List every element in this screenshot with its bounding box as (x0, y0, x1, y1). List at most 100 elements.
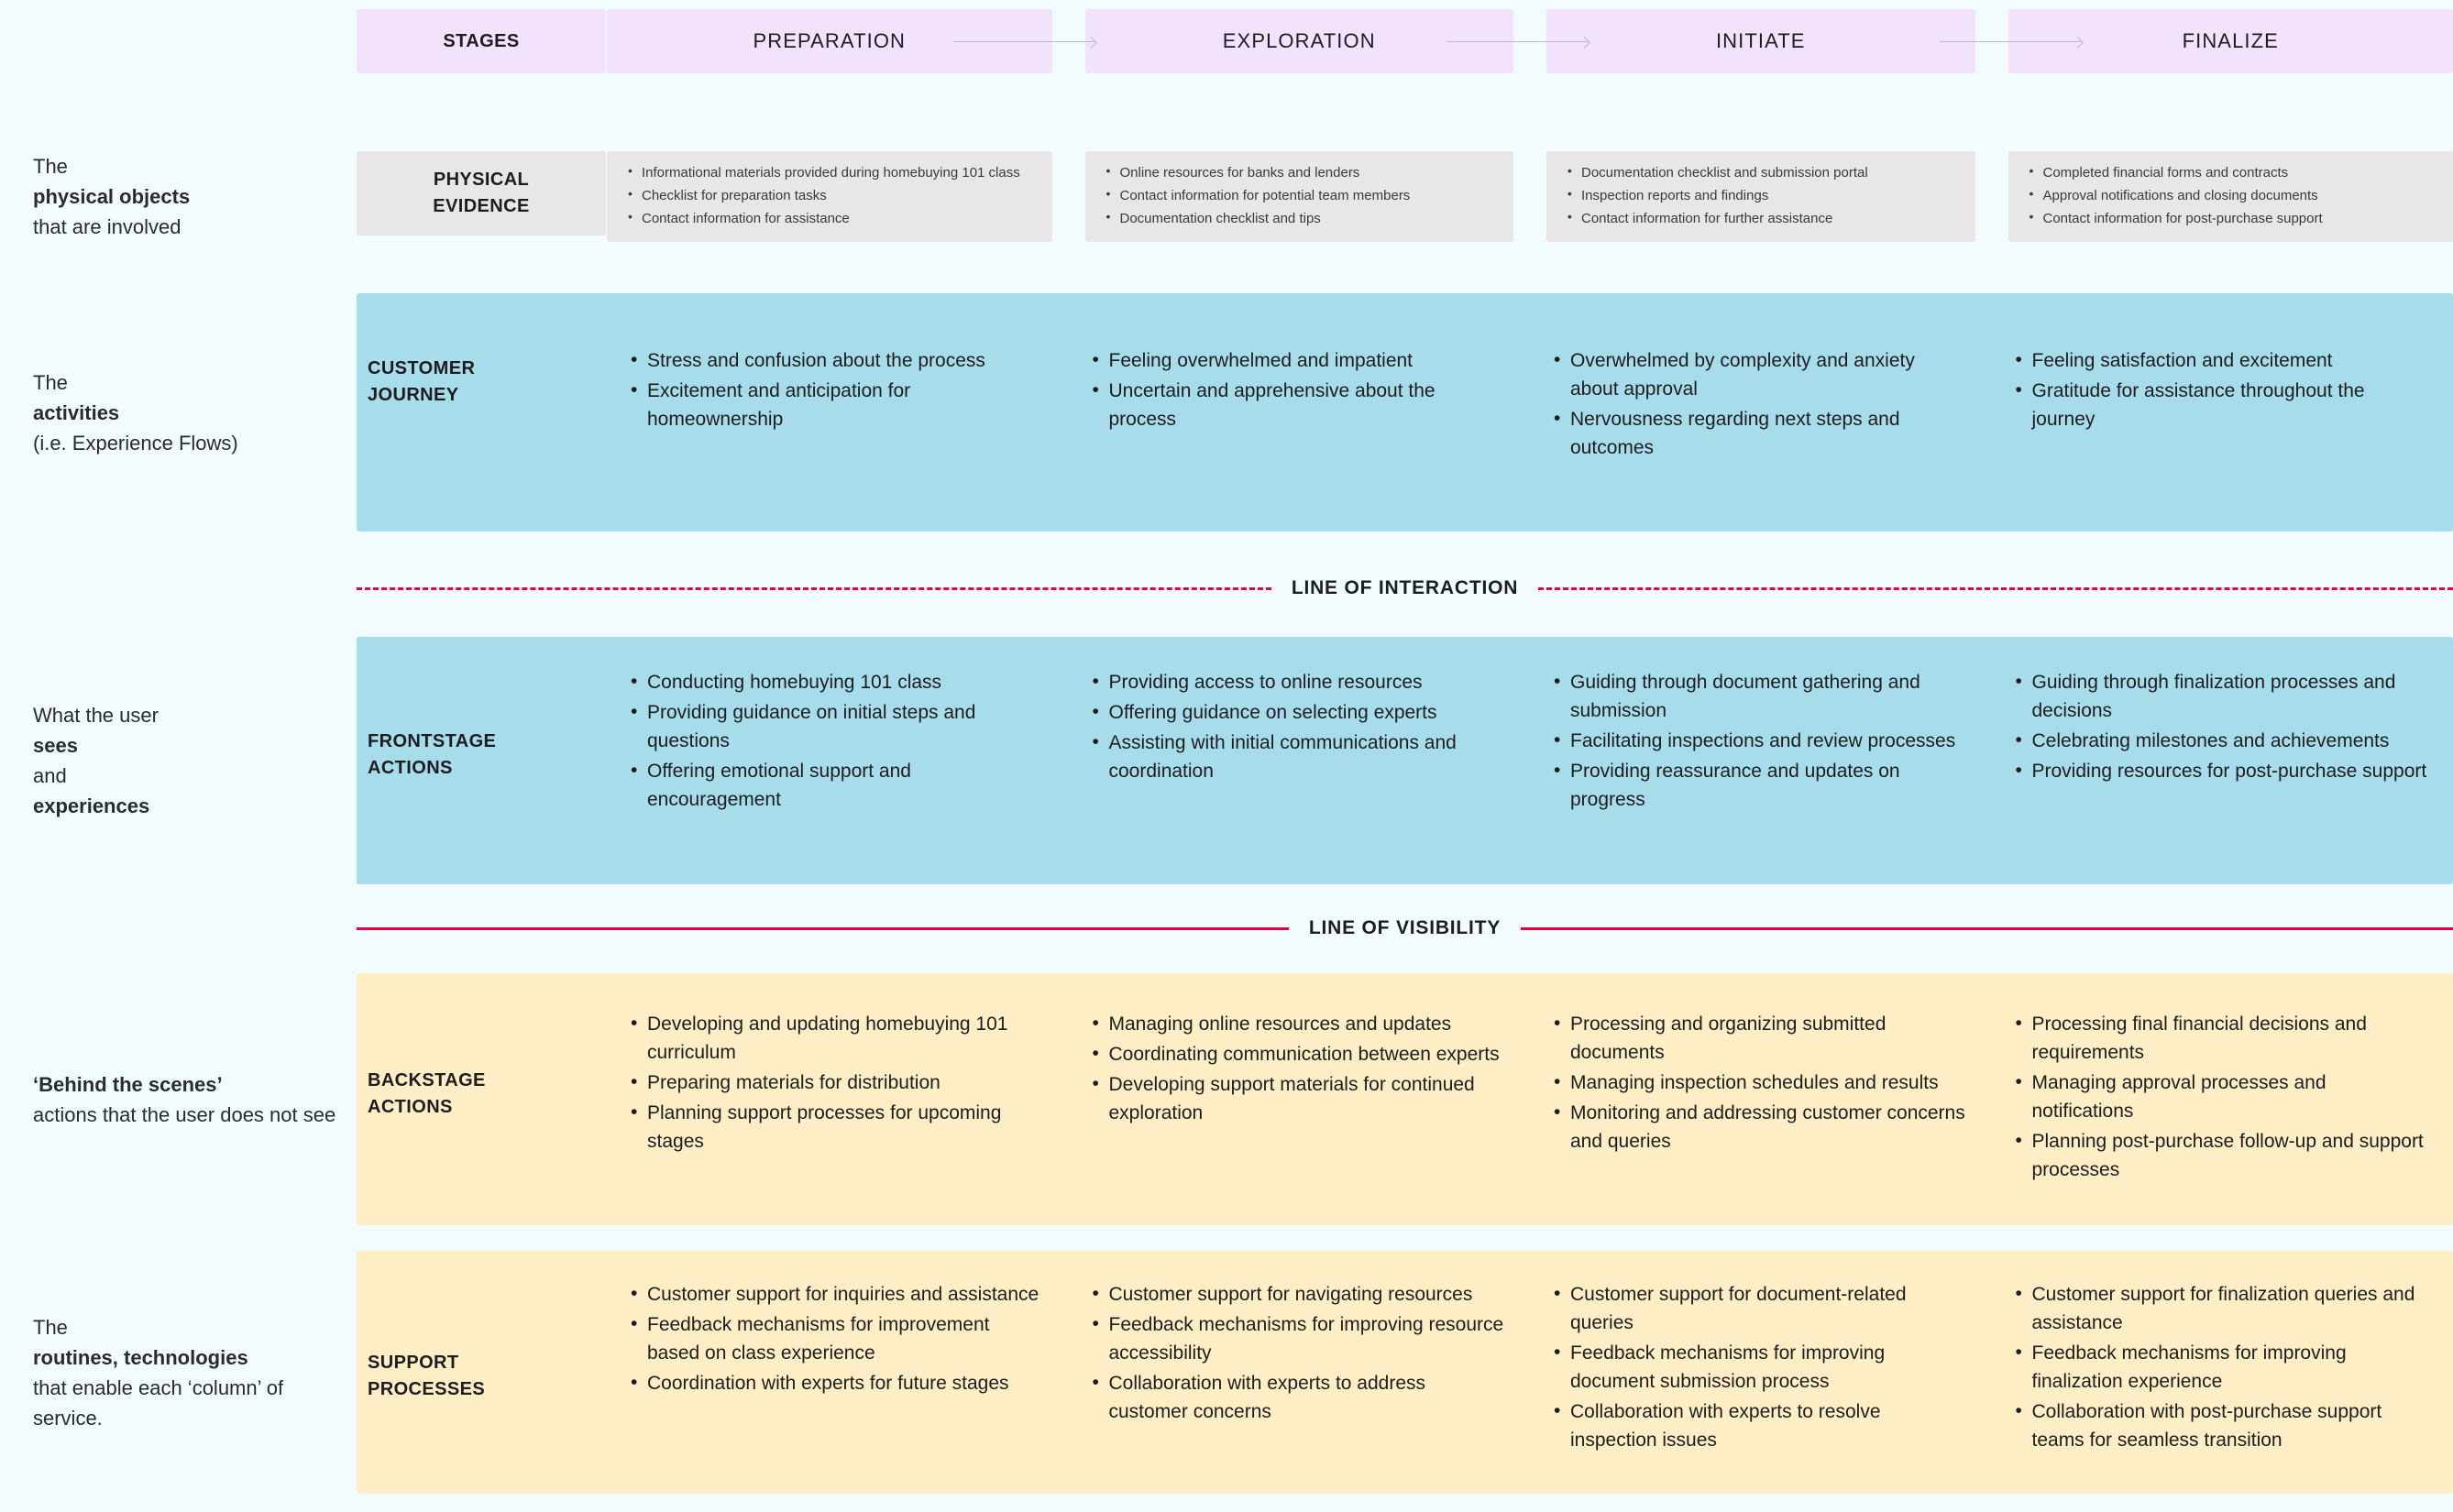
dashed-rule-right (1538, 586, 2453, 590)
support-list-preparation: Customer support for inquiries and assis… (607, 1251, 1069, 1494)
journey-list-exploration: Feeling overwhelmed and impatientUncerta… (1069, 293, 1531, 531)
list-item: Collaboration with experts to address cu… (1093, 1368, 1507, 1426)
list-item: Online resources for banks and lenders (1106, 161, 1411, 183)
list-item: Providing resources for post-purchase su… (2016, 756, 2430, 785)
customer-journey-description: The activities (i.e. Experience Flows) (0, 293, 357, 531)
list-item: Contact information for post-purchase su… (2029, 207, 2322, 229)
desc-lead-fs: What the user (33, 704, 159, 727)
list-item: Feedback mechanisms for improvement base… (631, 1309, 1045, 1367)
evidence-cell-preparation: Informational materials provided during … (607, 151, 1052, 242)
desc-bold-pe: physical objects (33, 185, 191, 208)
list-item: Providing guidance on initial steps and … (631, 697, 1045, 755)
frontstage-description: What the user sees and experiences (0, 637, 357, 884)
list-item: Informational materials provided during … (628, 161, 1020, 183)
list-item: Managing inspection schedules and result… (1554, 1068, 1968, 1097)
backstage-description: ‘Behind the scenes’ actions that the use… (0, 973, 357, 1225)
list-item: Nervousness regarding next steps and out… (1554, 404, 1968, 462)
desc-lead-cj: The (33, 370, 68, 394)
list-item: Developing and updating homebuying 101 c… (631, 1009, 1045, 1067)
desc-rest-sp: that enable each ‘column’ of service. (33, 1375, 284, 1430)
list-item: Stress and confusion about the process (631, 345, 1045, 375)
solid-rule-left (357, 926, 1289, 930)
support-list-finalize: Customer support for finalization querie… (1992, 1251, 2453, 1494)
desc-rest-cj: (i.e. Experience Flows) (33, 431, 238, 455)
list-item: Offering guidance on selecting experts (1093, 697, 1507, 727)
arrow-right-icon-1 (953, 41, 1095, 42)
stage-box-exploration[interactable]: EXPLORATION (1084, 9, 1513, 73)
support-description: The routines, technologies that enable e… (0, 1251, 357, 1494)
physical-evidence-row: The physical objects that are involved P… (0, 151, 2453, 242)
journey-list-preparation: Stress and confusion about the processEx… (607, 293, 1069, 531)
list-item: Celebrating milestones and achievements (2016, 726, 2430, 755)
stage-cell-initiate: INITIATE (1530, 9, 1992, 73)
evidence-list-preparation: Informational materials provided during … (607, 161, 1033, 232)
backstage-row: ‘Behind the scenes’ actions that the use… (0, 973, 2453, 1225)
list-item: Feeling satisfaction and excitement (2016, 345, 2430, 375)
solid-rule-right (1521, 926, 2453, 930)
evidence-cell-exploration: Online resources for banks and lendersCo… (1084, 151, 1513, 242)
desc-bold2-fs: experiences (33, 794, 150, 817)
list-item: Gratitude for assistance throughout the … (2016, 376, 2430, 433)
list-item: Conducting homebuying 101 class (631, 667, 1045, 696)
stage-box-initiate[interactable]: INITIATE (1546, 9, 1975, 73)
list-item: Processing final financial decisions and… (2016, 1009, 2430, 1067)
journey-list-initiate: Overwhelmed by complexity and anxiety ab… (1530, 293, 1992, 531)
evidence-cell-finalize: Completed financial forms and contractsA… (2008, 151, 2453, 242)
desc-lead-sp: The (33, 1315, 68, 1339)
backstage-list-preparation: Developing and updating homebuying 101 c… (607, 973, 1069, 1225)
list-item: Customer support for document-related qu… (1554, 1279, 1968, 1337)
physical-evidence-description: The physical objects that are involved (0, 151, 357, 242)
evidence-list-finalize: Completed financial forms and contractsA… (2008, 161, 2336, 232)
list-item: Checklist for preparation tasks (628, 184, 1020, 206)
list-item: Guiding through finalization processes a… (2016, 667, 2430, 725)
dashed-rule-left (357, 586, 1271, 590)
list-item: Inspection reports and findings (1568, 184, 1868, 206)
frontstage-list-initiate: Guiding through document gathering and s… (1530, 637, 1992, 884)
support-list-exploration: Customer support for navigating resource… (1069, 1251, 1531, 1494)
desc-bold-fs: sees (33, 734, 78, 757)
list-item: Coordination with experts for future sta… (631, 1368, 1045, 1397)
frontstage-list-preparation: Conducting homebuying 101 classProviding… (607, 637, 1069, 884)
journey-list-finalize: Feeling satisfaction and excitementGrati… (1992, 293, 2453, 531)
desc-rest-fs: and (33, 764, 67, 787)
list-item: Excitement and anticipation for homeowne… (631, 376, 1045, 433)
frontstage-list-finalize: Guiding through finalization processes a… (1992, 637, 2453, 884)
desc-rest-pe: that are involved (33, 215, 182, 238)
list-item: Facilitating inspections and review proc… (1554, 726, 1968, 755)
backstage-list-finalize: Processing final financial decisions and… (1992, 973, 2453, 1225)
stages-row: STAGES PREPARATION EXPLORATION INITIATE … (0, 9, 2453, 73)
list-item: Providing access to online resources (1093, 667, 1507, 696)
list-item: Planning post-purchase follow-up and sup… (2016, 1126, 2430, 1184)
support-list-initiate: Customer support for document-related qu… (1530, 1251, 1992, 1494)
list-item: Uncertain and apprehensive about the pro… (1093, 376, 1507, 433)
list-item: Customer support for inquiries and assis… (631, 1279, 1045, 1309)
arrow-right-icon-2 (1446, 41, 1589, 42)
list-item: Documentation checklist and submission p… (1568, 161, 1868, 183)
list-item: Collaboration with post-purchase support… (2016, 1397, 2430, 1454)
list-item: Collaboration with experts to resolve in… (1554, 1397, 1968, 1454)
line-of-visibility: LINE OF VISIBILITY (357, 916, 2453, 940)
list-item: Documentation checklist and tips (1106, 207, 1411, 229)
list-item: Providing reassurance and updates on pro… (1554, 756, 1968, 814)
list-item: Coordinating communication between exper… (1093, 1039, 1507, 1068)
list-item: Processing and organizing submitted docu… (1554, 1009, 1968, 1067)
list-item: Feedback mechanisms for improving docume… (1554, 1338, 1968, 1396)
list-item: Guiding through document gathering and s… (1554, 667, 1968, 725)
line-of-interaction-label: LINE OF INTERACTION (1291, 577, 1519, 598)
list-item: Offering emotional support and encourage… (631, 756, 1045, 814)
list-item: Contact information for further assistan… (1568, 207, 1868, 229)
frontstage-row: What the user sees and experiences FRONT… (0, 637, 2453, 884)
list-item: Developing support materials for continu… (1093, 1069, 1507, 1127)
list-item: Overwhelmed by complexity and anxiety ab… (1554, 345, 1968, 403)
stage-cell-exploration: EXPLORATION (1069, 9, 1531, 73)
list-item: Customer support for navigating resource… (1093, 1279, 1507, 1309)
customer-journey-row: The activities (i.e. Experience Flows) C… (0, 293, 2453, 531)
desc-bold-sp: routines, technologies (33, 1345, 248, 1369)
list-item: Feeling overwhelmed and impatient (1093, 345, 1507, 375)
